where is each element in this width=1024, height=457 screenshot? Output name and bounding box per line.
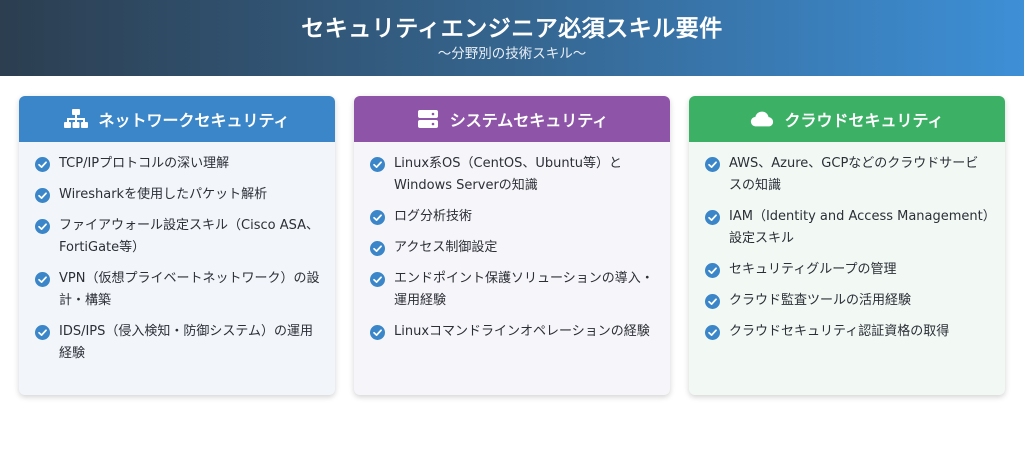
list-item: AWS、Azure、GCPなどのクラウドサービスの知識	[705, 155, 991, 197]
list-item-text: エンドポイント保護ソリューションの導入・運用経験	[394, 271, 654, 308]
list-item-text: クラウドセキュリティ認証資格の取得	[729, 324, 950, 339]
list-item-text: クラウド監査ツールの活用経験	[729, 293, 912, 308]
page-subtitle: 〜分野別の技術スキル〜	[437, 46, 587, 62]
list-item-text: TCP/IPプロトコルの深い理解	[59, 156, 230, 171]
list-item-text: AWS、Azure、GCPなどのクラウドサービスの知識	[729, 156, 979, 193]
cloud-security-card: クラウドセキュリティ AWS、Azure、GCPなどのクラウドサービスの知識 I…	[689, 96, 1005, 395]
check-circle-icon	[705, 263, 720, 278]
list-item: TCP/IPプロトコルの深い理解	[35, 155, 321, 175]
check-circle-icon	[35, 157, 50, 172]
list-item-text: Linuxコマンドラインオペレーションの経験	[394, 324, 650, 339]
cloud-icon	[750, 109, 774, 129]
check-circle-icon	[370, 272, 385, 287]
check-circle-icon	[705, 210, 720, 225]
check-circle-icon	[370, 157, 385, 172]
cloud-skill-list: AWS、Azure、GCPなどのクラウドサービスの知識 IAM（Identity…	[689, 142, 1005, 343]
list-item: Linuxコマンドラインオペレーションの経験	[370, 323, 656, 343]
system-security-card-title: システムセキュリティ	[449, 111, 609, 130]
network-security-card-title: ネットワークセキュリティ	[98, 111, 290, 130]
check-circle-icon	[35, 272, 50, 287]
page-header: セキュリティエンジニア必須スキル要件 〜分野別の技術スキル〜	[0, 0, 1024, 76]
network-skill-list: TCP/IPプロトコルの深い理解 Wiresharkを使用したパケット解析 ファ…	[19, 142, 335, 365]
list-item-text: Wiresharkを使用したパケット解析	[59, 187, 268, 202]
list-item-text: アクセス制御設定	[394, 240, 498, 255]
check-circle-icon	[705, 157, 720, 172]
system-skill-list: Linux系OS（CentOS、Ubuntu等）とWindows Serverの…	[354, 142, 670, 343]
list-item: IAM（Identity and Access Management）設定スキル	[705, 208, 991, 250]
system-security-card-header: システムセキュリティ	[354, 96, 670, 142]
system-security-card: システムセキュリティ Linux系OS（CentOS、Ubuntu等）とWind…	[354, 96, 670, 395]
list-item-text: ログ分析技術	[394, 209, 473, 224]
check-circle-icon	[370, 241, 385, 256]
list-item: アクセス制御設定	[370, 239, 656, 259]
check-circle-icon	[705, 325, 720, 340]
check-circle-icon	[35, 188, 50, 203]
cloud-security-card-title: クラウドセキュリティ	[784, 111, 944, 130]
list-item-text: IAM（Identity and Access Management）設定スキル	[729, 209, 990, 246]
check-circle-icon	[370, 325, 385, 340]
list-item: Linux系OS（CentOS、Ubuntu等）とWindows Serverの…	[370, 155, 656, 197]
list-item-text: IDS/IPS（侵入検知・防御システム）の運用経験	[59, 324, 314, 361]
list-item: IDS/IPS（侵入検知・防御システム）の運用経験	[35, 323, 321, 365]
check-circle-icon	[35, 325, 50, 340]
list-item-text: セキュリティグループの管理	[729, 262, 897, 277]
list-item: VPN（仮想プライベートネットワーク）の設計・構築	[35, 270, 321, 312]
check-circle-icon	[705, 294, 720, 309]
check-circle-icon	[370, 210, 385, 225]
list-item: Wiresharkを使用したパケット解析	[35, 186, 321, 206]
list-item-text: ファイアウォール設定スキル（Cisco ASA、FortiGate等）	[59, 218, 319, 255]
network-security-card: ネットワークセキュリティ TCP/IPプロトコルの深い理解 Wiresharkを…	[19, 96, 335, 395]
list-item: エンドポイント保護ソリューションの導入・運用経験	[370, 270, 656, 312]
list-item: クラウドセキュリティ認証資格の取得	[705, 323, 991, 343]
network-icon	[64, 109, 89, 129]
network-security-card-header: ネットワークセキュリティ	[19, 96, 335, 142]
server-icon	[416, 109, 440, 129]
check-circle-icon	[35, 219, 50, 234]
list-item-text: Linux系OS（CentOS、Ubuntu等）とWindows Serverの…	[394, 156, 622, 193]
list-item: セキュリティグループの管理	[705, 261, 991, 281]
page-title: セキュリティエンジニア必須スキル要件	[301, 16, 723, 42]
list-item: ファイアウォール設定スキル（Cisco ASA、FortiGate等）	[35, 217, 321, 259]
list-item: ログ分析技術	[370, 208, 656, 228]
cloud-security-card-header: クラウドセキュリティ	[689, 96, 1005, 142]
list-item-text: VPN（仮想プライベートネットワーク）の設計・構築	[59, 271, 320, 308]
list-item: クラウド監査ツールの活用経験	[705, 292, 991, 312]
